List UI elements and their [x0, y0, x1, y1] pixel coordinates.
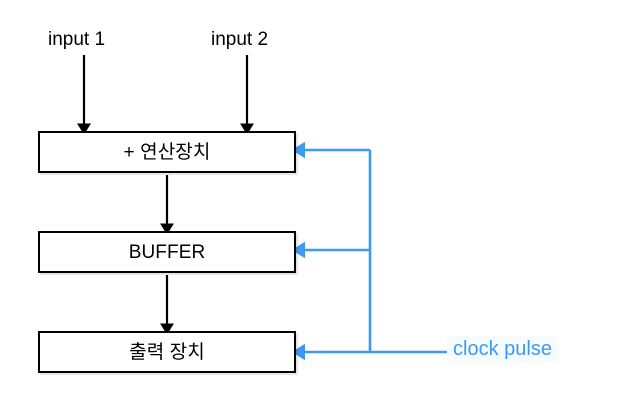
block-buffer[interactable]: BUFFER	[38, 231, 296, 273]
block-output-device[interactable]: 출력 장치	[38, 331, 296, 373]
block-output-device-label: 출력 장치	[129, 341, 205, 363]
block-buffer-label: BUFFER	[128, 241, 206, 263]
block-adder-label: + 연산장치	[123, 141, 211, 163]
input-1-label: input 1	[48, 29, 106, 50]
input-2-label: input 2	[211, 29, 269, 50]
block-adder[interactable]: + 연산장치	[38, 131, 296, 173]
clock-pulse-label[interactable]: clock pulse	[447, 336, 558, 363]
